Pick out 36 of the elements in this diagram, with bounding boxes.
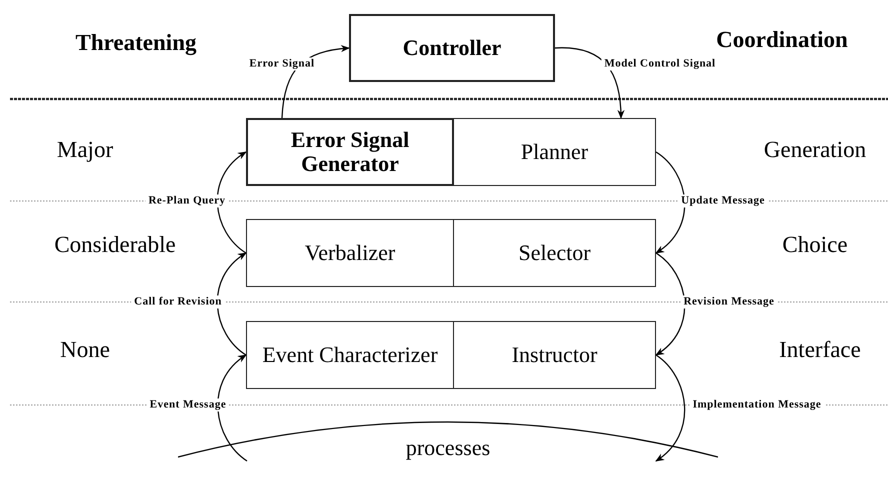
arrow [555,47,624,119]
arrow [216,151,247,254]
process-box [246,219,454,287]
edge-label: Re-Plan Query [145,194,229,208]
process-box [453,118,656,186]
arrow [216,252,247,356]
arrow [217,354,248,462]
level-label: Threatening [76,30,196,56]
box-text: Event Characterizer [262,343,438,367]
process-box [246,118,454,186]
box-text: Planner [520,140,588,164]
arrow [655,252,686,356]
edge-label: Call for Revision [131,296,225,308]
edge-label: Revision Message [680,296,778,308]
box-text: Verbalizer [304,241,396,265]
level-label: Generation [764,137,866,163]
level-label: Coordination [716,27,848,53]
level-label: Interface [779,337,861,363]
process-box [349,14,555,82]
edge-label: Event Message [146,398,230,412]
box-text: Controller [402,36,502,60]
process-box [453,321,656,389]
edge-label: Implementation Message [690,398,824,412]
box-text: Instructor [512,343,598,367]
box-text: processes [406,436,490,460]
level-label: None [60,337,110,363]
box-text: Error Signal Generator [290,128,410,176]
level-label: Choice [782,232,848,258]
arrow [655,152,686,254]
process-box [246,321,454,389]
arrow [655,354,686,462]
level-label: Major [56,137,114,163]
box-text: Selector [518,241,591,265]
process-box [453,219,656,287]
level-label: Considerable [54,232,176,258]
edge-label: Update Message [678,194,768,208]
